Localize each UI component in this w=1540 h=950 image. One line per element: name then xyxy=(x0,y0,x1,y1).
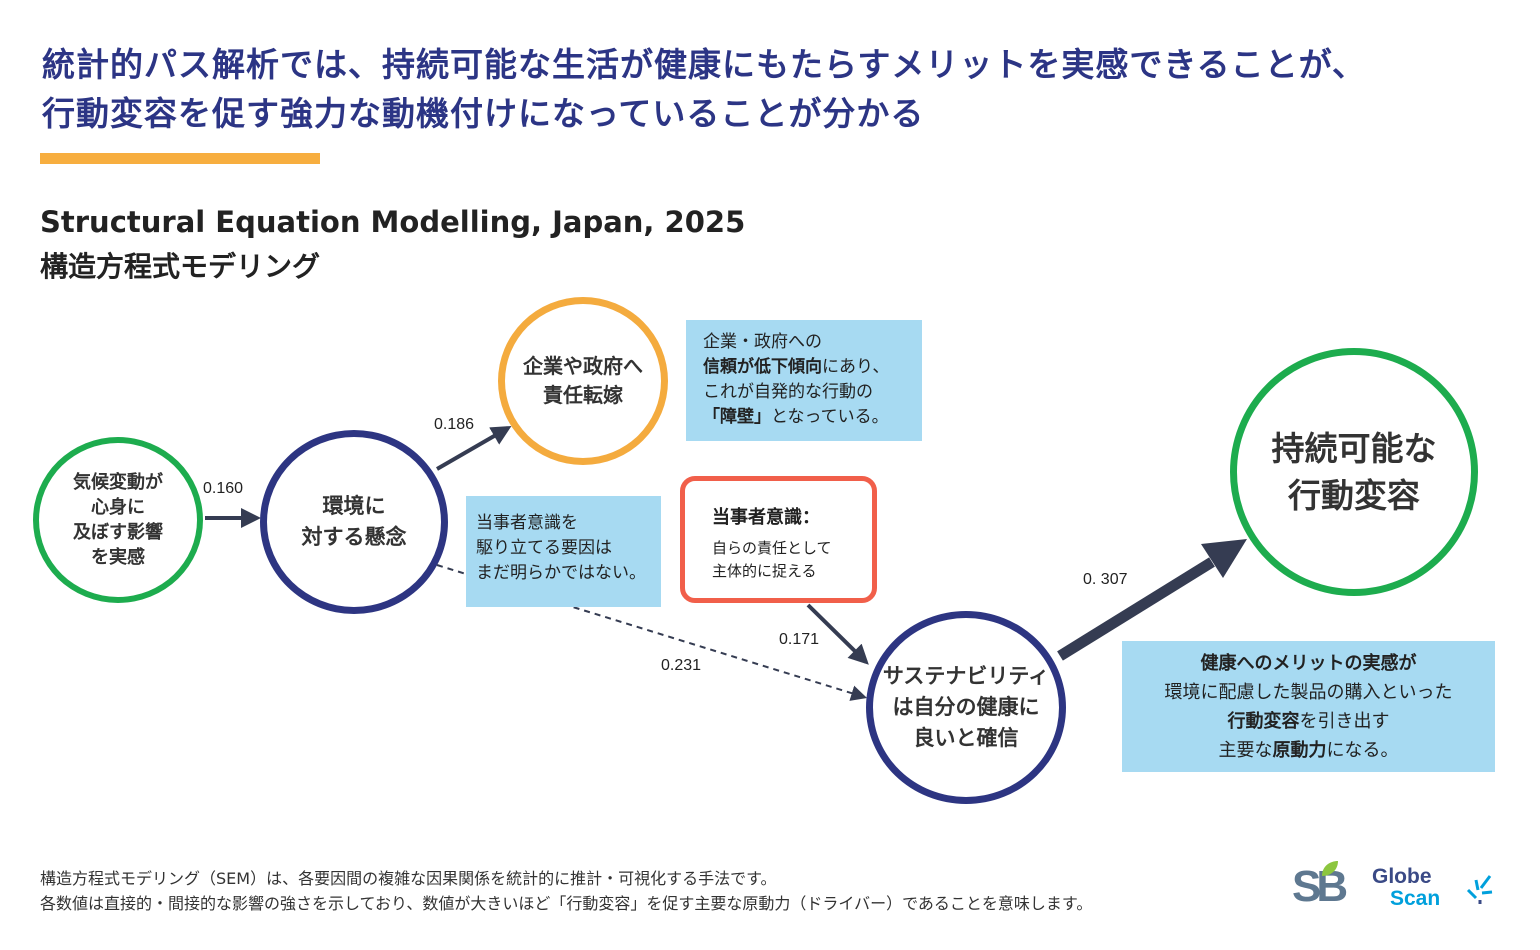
edge-sust-goal xyxy=(1057,557,1215,661)
headline: 統計的パス解析では、持続可能な生活が健康にもたらすメリットを実感できることが、 … xyxy=(42,40,1502,138)
node-blame-shifting: 企業や政府へ 責任転嫁 xyxy=(498,297,668,465)
coef-climate-env: 0.160 xyxy=(203,480,244,497)
note-trust-barrier: 企業・政府への 信頼が低下傾向にあり、 これが自発的な行動の 「障壁」となってい… xyxy=(686,320,922,441)
node-sustainable-behavior: 持続可能な 行動変容 xyxy=(1230,348,1478,596)
subtitle-ja: 構造方程式モデリング xyxy=(40,250,321,283)
headline-line-2: 行動変容を促す強力な動機付けになっていることが分かる xyxy=(42,94,925,133)
coef-sust-goal: 0. 307 xyxy=(1083,571,1128,588)
accent-bar xyxy=(40,153,320,164)
node-ownership: 当事者意識： 自らの責任として 主体的に捉える xyxy=(680,476,877,603)
subtitle-en: Structural Equation Modelling, Japan, 20… xyxy=(40,205,746,239)
node-environmental-concern: 環境に 対する懸念 xyxy=(260,430,448,614)
node-climate-impact: 気候変動が 心身に 及ぼす影響 を実感 xyxy=(33,437,203,603)
coef-resp-sust: 0.171 xyxy=(779,631,820,648)
footnote: 構造方程式モデリング（SEM）は、各要因間の複雑な因果関係を統計的に推計・可視化… xyxy=(40,869,1093,913)
edge-sust-goal-head xyxy=(1201,539,1247,578)
edge-env-blame xyxy=(435,425,512,471)
edge-resp-sust xyxy=(806,603,869,665)
coef-env-sust: 0.231 xyxy=(661,657,702,674)
leaf-icon xyxy=(1322,861,1338,876)
note-health-driver: 健康へのメリットの実感が 環境に配慮した製品の購入といった 行動変容を引き出す … xyxy=(1122,641,1495,772)
coef-env-blame: 0.186 xyxy=(434,416,475,433)
node-sustainability-health: サステナビリティ は自分の健康に 良いと確信 xyxy=(866,611,1066,804)
burst-icon xyxy=(1466,875,1493,904)
note-unknown-driver: 当事者意識を 駆り立てる要因は まだ明らかではない。 xyxy=(466,496,661,607)
edge-env-sust xyxy=(436,564,868,701)
sb-logo: SB xyxy=(1292,861,1348,911)
headline-line-1: 統計的パス解析では、持続可能な生活が健康にもたらすメリットを実感できることが、 xyxy=(42,45,1367,84)
globescan-logo: Globe Scan xyxy=(1372,866,1497,916)
